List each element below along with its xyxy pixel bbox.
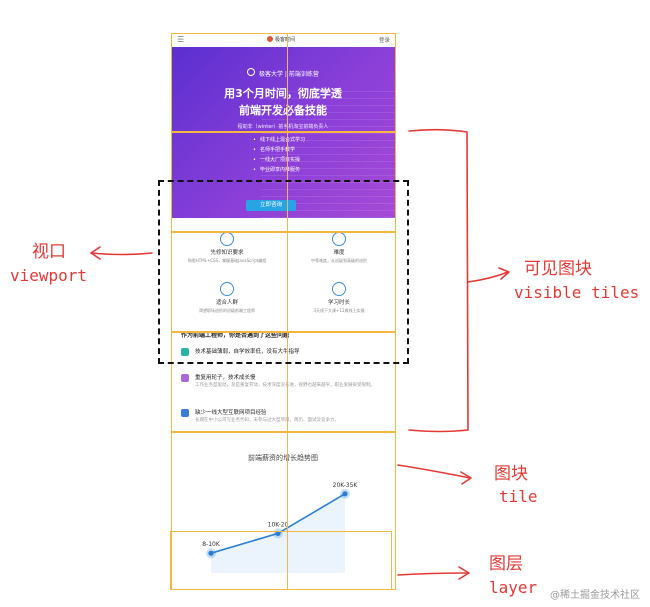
chart-area (211, 493, 345, 573)
chart-data-label: 20K-35K (333, 482, 359, 489)
brand-logo-icon (247, 68, 255, 76)
salary-trend-chart: 8-10K 10K-20 20K-35K (202, 482, 359, 573)
viewport-label-zh: 视口 (32, 242, 66, 262)
question-item: 技术基础薄弱，自学效率低，没有大牛指导 (181, 347, 391, 359)
visible-tiles-arrow (467, 271, 509, 283)
hero-bullet: 一线大厂项目实操 (253, 155, 305, 165)
viewport-arrow (91, 252, 153, 256)
feature-desc: 3天线下大课+12周线上实操 (313, 308, 365, 313)
hero-headline-1: 用3个月时间，彻底学透 (224, 87, 342, 100)
feature-title: 难度 (333, 250, 345, 256)
layer-arrowhead (458, 566, 470, 580)
hero-headline-2: 前端开发必备技能 (239, 104, 327, 117)
feature-title: 适合人群 (215, 300, 238, 306)
hero-bullet: 毕业即享内推服务 (253, 165, 305, 175)
viewport-arrowhead (90, 246, 101, 260)
chart-point (342, 491, 348, 497)
login-link[interactable]: 登录 (378, 38, 390, 44)
chart-data-label: 10K-20 (268, 521, 289, 528)
logo-text: 极客时间 (275, 37, 296, 43)
star-icon (181, 409, 189, 417)
tile-arrow (397, 464, 471, 479)
chart-data-label: 8-10K (202, 541, 221, 548)
feature-desc: 渴望职场进阶的初级前端工程师 (199, 308, 255, 313)
page-mockup: ☰ 极客时间 登录 极客大学 | 前端训练营 用3个月时间，彻底学透 前端开发必… (171, 33, 395, 590)
consult-button[interactable]: 立即咨询 (246, 200, 296, 211)
watermark: @稀土掘金技术社区 (550, 590, 640, 601)
layer-arrow (397, 572, 469, 576)
page-topbar: ☰ 极客时间 登录 (171, 33, 395, 47)
hero-bullet: 线下线上混合式学习 (253, 135, 305, 145)
hero-brand: 极客大学 | 前端训练营 (247, 68, 367, 78)
feature-duration: 学习时长 3天线下大课+12周线上实操 (283, 277, 395, 326)
hero-brand-text: 极客大学 | 前端训练营 (259, 71, 319, 78)
layer-outline (170, 531, 392, 590)
person-icon (181, 348, 189, 356)
question-title: 重复用轮子，技术成长慢 (195, 375, 256, 381)
feature-title: 先修知识要求 (210, 250, 244, 256)
menu-icon[interactable]: ☰ (177, 35, 185, 44)
chart-point (275, 530, 281, 536)
feature-desc: 熟悉HTML+CSS，掌握基础JavaScript编程 (187, 258, 267, 263)
gear-icon (181, 374, 189, 382)
hero-bullets: 线下线上混合式学习 名师手把手教学 一线大厂项目实操 毕业即享内推服务 (253, 135, 305, 175)
viewport-outline (158, 180, 409, 364)
logo: 极客时间 (267, 35, 301, 44)
layer-label-en: layer (489, 578, 538, 597)
logo-icon (267, 36, 273, 42)
visible-tiles-label-zh: 可见图块 (524, 259, 592, 279)
question-desc: 工作业务型驱动，总是重复劳动，技术深度没长进，视野也越来越窄，职业发展很受限制。 (195, 383, 375, 388)
feature-title: 学习时长 (327, 300, 350, 306)
feature-desc: 中等难度，从初级到高级的进阶 (311, 258, 367, 263)
people-icon (220, 282, 234, 296)
questions-title: 作为前端工程师，你是否遇到了这些问题 (181, 332, 290, 339)
question-desc: 长期在中小公司写业务代码，未参与过大型项目，简历、面试没竞争力。 (195, 418, 339, 423)
hero-bullet: 名师手把手教学 (253, 145, 305, 155)
question-item: 缺少一线大型互联网项目经验 长期在中小公司写业务代码，未参与过大型项目，简历、面… (181, 408, 391, 438)
calendar-icon (332, 282, 346, 296)
visible-tiles-label-en: visible tiles (514, 283, 640, 302)
tile-label-zh: 图块 (494, 464, 528, 484)
viewport-label-en: viewport (10, 266, 88, 285)
question-title: 技术基础薄弱，自学效率低，没有大牛指导 (195, 349, 300, 355)
chart-title: 前端薪资的增长趋势图 (248, 454, 318, 462)
question-item: 重复用轮子，技术成长慢 工作业务型驱动，总是重复劳动，技术深度没长进，视野也越来… (181, 373, 391, 403)
feature-audience: 适合人群 渴望职场进阶的初级前端工程师 (171, 277, 283, 326)
visible-tiles-bracket (408, 128, 469, 433)
question-title: 缺少一线大型互联网项目经验 (195, 410, 267, 416)
hero-subtitle: 程劭非（winter）前手机淘宝前端负责人 (237, 124, 329, 130)
tile-arrowhead (460, 471, 472, 485)
visible-tiles-arrowhead (498, 267, 510, 280)
layer-label-zh: 图层 (489, 554, 523, 574)
tile-column-divider (287, 33, 288, 590)
tile-label-en: tile (499, 487, 538, 506)
chart-point (208, 550, 214, 556)
